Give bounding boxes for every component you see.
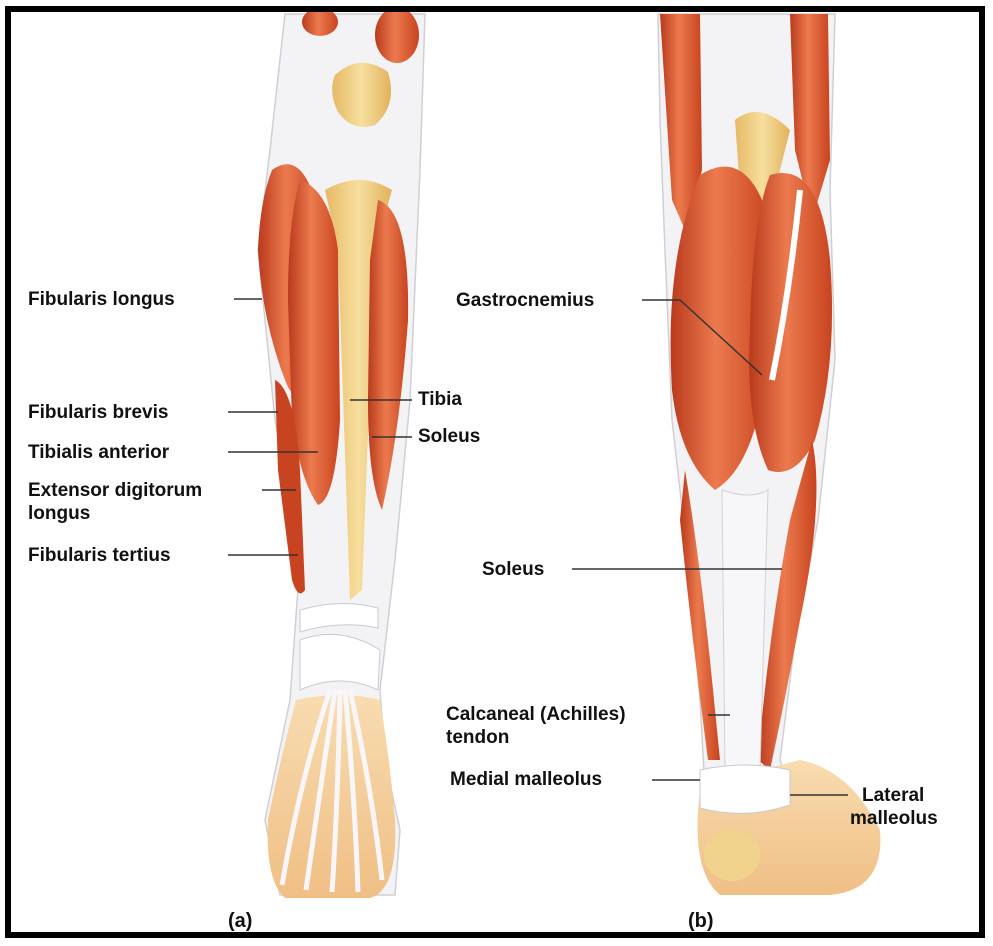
figure-frame <box>5 6 985 938</box>
